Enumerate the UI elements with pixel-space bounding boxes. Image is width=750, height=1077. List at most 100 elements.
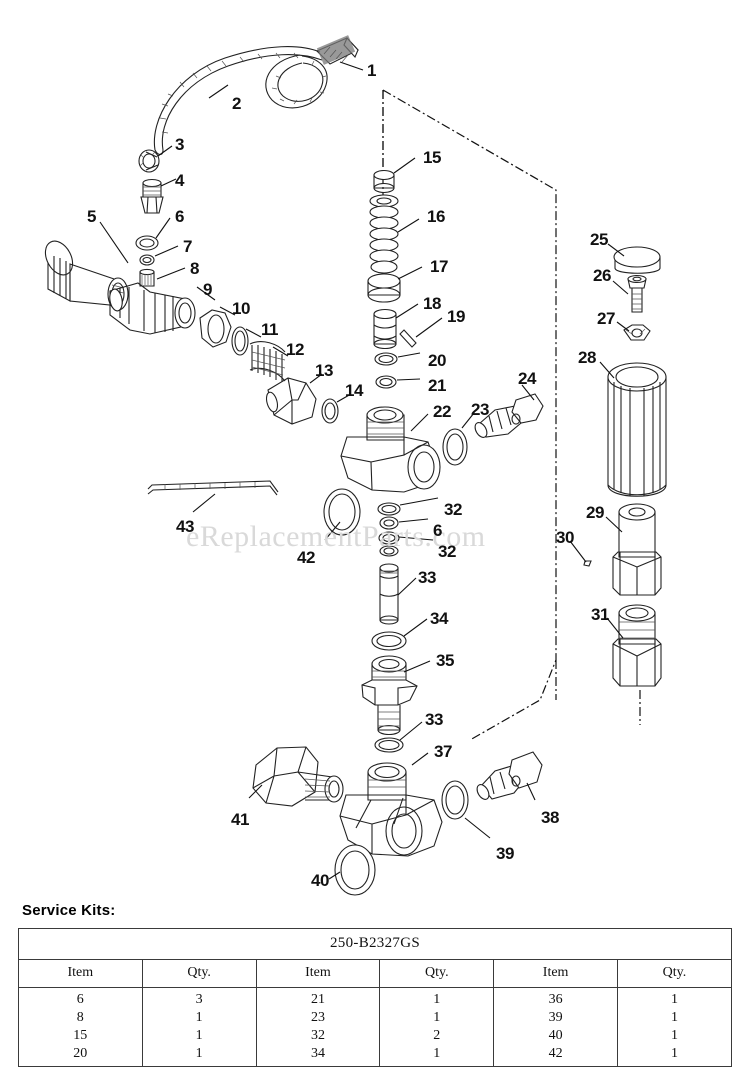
part-34-oring — [371, 631, 407, 651]
kits-column-header: Qty. — [379, 959, 495, 988]
part-39-oring — [441, 780, 469, 820]
part-30-detail — [583, 560, 592, 567]
callout-42: 42 — [297, 548, 315, 567]
kits-cell: 42 — [493, 1045, 618, 1067]
callout-27: 27 — [597, 309, 615, 328]
part-27-lock-nut — [623, 324, 651, 341]
part-7-washer — [139, 254, 155, 266]
part-25-knob-cap — [613, 246, 661, 274]
callout-22: 22 — [433, 402, 451, 421]
kits-column-header: Item — [255, 959, 381, 988]
part-21-washer — [375, 375, 397, 389]
callout-32b: 32 — [438, 542, 456, 561]
kits-cell: 1 — [616, 987, 733, 1009]
kits-cell: 40 — [493, 1027, 618, 1045]
part-6-oring — [135, 235, 159, 251]
kits-cell: 1 — [616, 1045, 733, 1067]
callout-31: 31 — [591, 605, 609, 624]
callout-6: 6 — [175, 207, 184, 226]
callout-33b: 33 — [425, 710, 443, 729]
part-8-filter — [139, 268, 155, 287]
kits-cell: 20 — [18, 1045, 143, 1067]
part-extra-washer — [379, 545, 399, 557]
callout-15: 15 — [423, 148, 441, 167]
callout-38: 38 — [541, 808, 559, 827]
kits-cell: 15 — [18, 1027, 143, 1045]
part-15-cap — [373, 169, 395, 194]
part-26-screw — [627, 274, 647, 313]
kits-cell: 36 — [493, 987, 618, 1009]
part-23-oring — [442, 428, 468, 466]
part-9-adapter — [109, 282, 196, 335]
kits-cell: 2 — [379, 1027, 495, 1045]
part-10-hex-nut — [199, 309, 232, 348]
callout-32a: 32 — [444, 500, 462, 519]
part-28-knob — [607, 362, 667, 497]
diagram-illustration — [44, 35, 667, 896]
part-32a-washer — [377, 502, 401, 516]
part-2-hose — [153, 46, 328, 156]
callout-1: 1 — [367, 61, 376, 80]
part-14-oring — [321, 398, 339, 424]
kits-cell: 21 — [255, 987, 381, 1009]
watermark: eReplacementParts.com — [186, 520, 486, 553]
part-13-hex-fitting — [265, 377, 317, 425]
part-6b-oring — [379, 516, 399, 530]
callout-7: 7 — [183, 237, 192, 256]
callout-37: 37 — [434, 742, 452, 761]
kits-cell: 34 — [255, 1045, 381, 1067]
part-20-washer — [374, 352, 398, 366]
kits-cell: 1 — [379, 1045, 495, 1067]
part-33a-stem — [379, 563, 399, 625]
part-33b-oring — [374, 737, 404, 753]
part-3-clamp — [138, 149, 160, 173]
callout-21: 21 — [428, 376, 446, 395]
part-38-outlet-plug — [476, 751, 543, 800]
part-12-spring — [249, 341, 286, 382]
part-1-nozzle-tip — [316, 35, 359, 65]
part-18-sleeve — [373, 308, 397, 350]
callout-3: 3 — [175, 135, 184, 154]
kits-cell: 1 — [141, 1009, 257, 1027]
callout-16: 16 — [427, 207, 445, 226]
part-22-manifold — [340, 406, 441, 493]
kits-column-header: Qty. — [616, 959, 733, 988]
callout-2: 2 — [232, 94, 241, 113]
kits-cell: 1 — [379, 987, 495, 1009]
part-31-nipple — [612, 604, 662, 687]
callout-24: 24 — [518, 369, 536, 388]
callout-11: 11 — [261, 320, 278, 339]
kits-cell: 8 — [18, 1009, 143, 1027]
callout-17: 17 — [430, 257, 448, 276]
callout-41: 41 — [231, 810, 249, 829]
kits-cell: 23 — [255, 1009, 381, 1027]
kits-cell: 1 — [379, 1009, 495, 1027]
kits-cell: 1 — [616, 1009, 733, 1027]
callout-34: 34 — [430, 609, 448, 628]
kits-column-header: Item — [493, 959, 618, 988]
part-32b-washer — [378, 531, 400, 545]
part-19-pin — [399, 329, 417, 348]
kits-cell: 3 — [141, 987, 257, 1009]
part-24-valve-plug — [474, 393, 544, 438]
callout-28: 28 — [578, 348, 596, 367]
service-kits-title: Service Kits: — [22, 902, 116, 919]
callout-30: 30 — [556, 528, 574, 547]
kits-column-header: Qty. — [141, 959, 257, 988]
kit-name-row: 250-B2327GS — [18, 928, 732, 960]
kits-cell: 32 — [255, 1027, 381, 1045]
callout-20: 20 — [428, 351, 446, 370]
callout-10: 10 — [232, 299, 250, 318]
kits-cell: 1 — [616, 1027, 733, 1045]
part-40-oring — [334, 844, 376, 896]
part-11-washer — [231, 326, 249, 356]
part-35-valve-seat — [361, 655, 418, 736]
callout-14: 14 — [345, 381, 363, 400]
callout-35: 35 — [436, 651, 454, 670]
kits-column-header: Item — [18, 959, 143, 988]
kit-name-cell: 250-B2327GS — [18, 928, 732, 960]
